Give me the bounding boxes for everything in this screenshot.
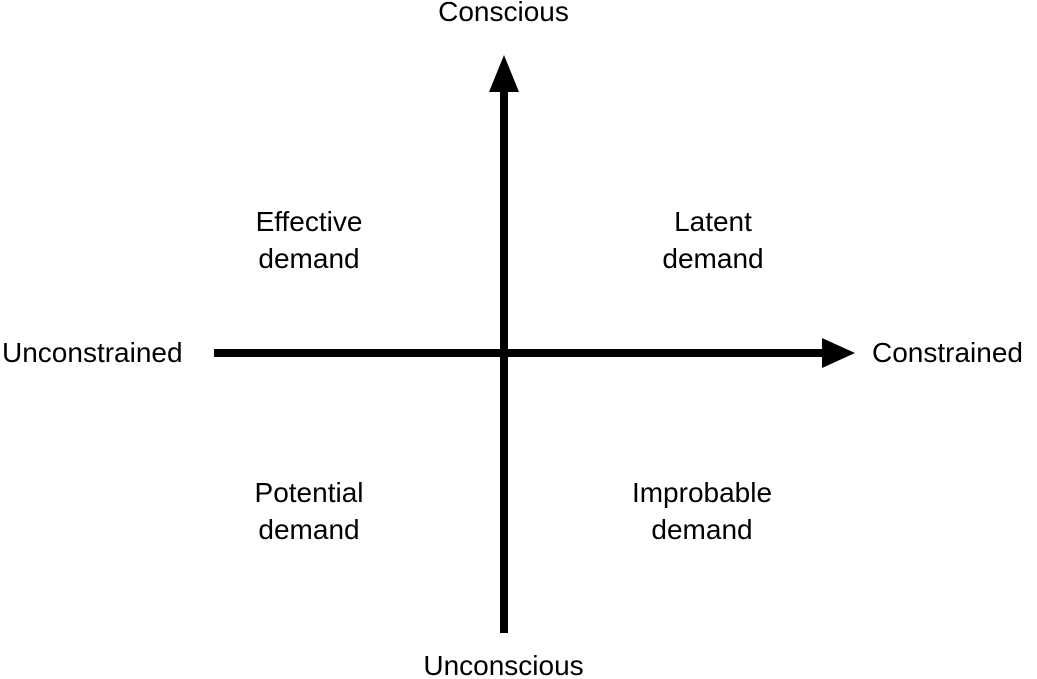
quadrant-top-left-line1: Effective [255,206,363,237]
axis-label-constrained: Constrained [872,337,1023,368]
axis-label-conscious: Conscious [438,0,569,27]
quadrant-label-bottom-right: Improbable demand [602,474,802,548]
quadrant-top-left-line2: demand [258,243,360,275]
quadrant-top-right-line2: demand [662,243,764,275]
quadrant-bottom-right-line2: demand [651,514,753,546]
axis-label-unconscious: Unconscious [423,650,584,679]
quadrant-label-top-left: Effective demand [209,203,409,277]
vertical-axis-arrowhead [489,55,519,92]
quadrant-top-right-line1: Latent [674,206,752,237]
quadrant-bottom-right-line1: Improbable [631,477,773,508]
axis-label-unconstrained: Unconstrained [2,337,183,368]
quadrant-label-bottom-left: Potential demand [209,474,409,548]
quadrant-bottom-left-line1: Potential [254,477,364,508]
quadrant-label-top-right: Latent demand [613,203,813,277]
horizontal-axis-arrowhead [822,338,855,368]
quadrant-bottom-left-line2: demand [258,514,360,546]
